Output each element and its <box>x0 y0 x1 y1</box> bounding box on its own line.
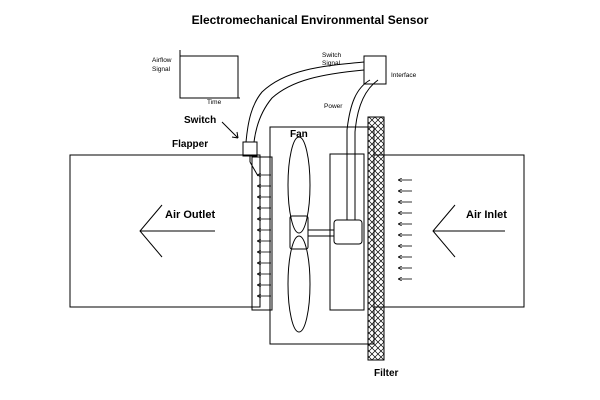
interface-box <box>363 55 387 85</box>
time-label: Time <box>207 99 222 106</box>
fan-motor <box>333 219 363 245</box>
plot-axes <box>179 50 240 99</box>
fan-hub <box>289 215 309 250</box>
fan-assembly <box>287 136 365 333</box>
filter-frame <box>367 116 385 361</box>
airflow-signal-label-1: Airflow <box>152 57 172 64</box>
air-inlet-label: Air Inlet <box>466 209 507 221</box>
filter-label: Filter <box>374 368 399 379</box>
power-cable <box>346 79 379 220</box>
fan-label: Fan <box>290 129 308 140</box>
filter-element <box>367 116 385 361</box>
power-label: Power <box>324 103 343 110</box>
switch-cable <box>245 61 365 143</box>
switch-signal-label-2: Signal <box>322 60 341 67</box>
diagram-title: Electromechanical Environmental Sensor <box>192 13 429 27</box>
air-outlet-label: Air Outlet <box>165 209 215 221</box>
flapper-panel <box>251 156 273 311</box>
airflow-signal-label-2: Signal <box>152 66 171 73</box>
interface-label: Interface <box>391 72 417 79</box>
switch-label: Switch <box>184 115 216 126</box>
plot-signal-trace <box>180 55 239 98</box>
air-outlet-arrow <box>139 204 215 258</box>
switch-pointer <box>221 121 239 139</box>
motor-mount <box>329 153 365 311</box>
flapper-label: Flapper <box>172 139 208 150</box>
fan-blade-bottom <box>287 235 311 333</box>
airflow-signal-plot: Airflow Signal Time <box>152 50 240 106</box>
flapper-flow-arrows <box>257 175 271 296</box>
air-inlet-arrow <box>432 204 505 258</box>
fan-blade-top <box>287 136 311 234</box>
inlet-flow-arrows <box>398 180 412 279</box>
flapper-blade <box>249 161 259 177</box>
switch-signal-label-1: Switch <box>322 52 342 59</box>
switch-body <box>242 141 258 157</box>
